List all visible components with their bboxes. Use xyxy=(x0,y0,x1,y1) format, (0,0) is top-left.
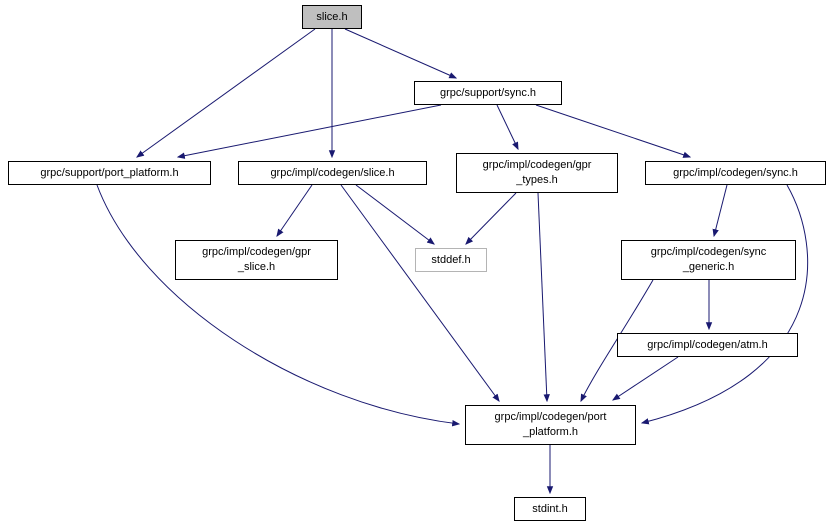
edge-codegen-sync-to-sync-generic xyxy=(712,184,728,238)
node-grpc-impl-codegen-gpr-slice-h[interactable]: grpc/impl/codegen/gpr _slice.h xyxy=(175,240,338,280)
node-grpc-impl-codegen-port-platform-h[interactable]: grpc/impl/codegen/port _platform.h xyxy=(465,405,636,445)
edge-support-port-platform-to-codegen-port-platform xyxy=(96,184,461,427)
edge-atm-to-codegen-port-platform xyxy=(611,356,679,401)
node-grpc-impl-codegen-atm-h[interactable]: grpc/impl/codegen/atm.h xyxy=(617,333,798,357)
edge-slice-to-support-port-platform xyxy=(136,28,316,158)
node-stddef-h: stddef.h xyxy=(415,248,487,272)
edge-codegen-slice-to-codegen-port-platform xyxy=(340,184,500,402)
node-grpc-impl-codegen-slice-h[interactable]: grpc/impl/codegen/slice.h xyxy=(238,161,427,185)
node-slice-h: slice.h xyxy=(302,5,362,29)
edge-codegen-sync-to-codegen-port-platform xyxy=(640,184,809,425)
edge-support-sync-to-support-port-platform xyxy=(176,104,442,159)
node-grpc-impl-codegen-sync-generic-h[interactable]: grpc/impl/codegen/sync _generic.h xyxy=(621,240,796,280)
node-grpc-impl-codegen-gpr-types-h[interactable]: grpc/impl/codegen/gpr _types.h xyxy=(456,153,618,193)
node-grpc-support-port-platform-h[interactable]: grpc/support/port_platform.h xyxy=(8,161,211,185)
edge-support-sync-to-gpr-types xyxy=(496,104,519,151)
edge-codegen-slice-to-gpr-slice xyxy=(276,184,313,237)
edge-support-sync-to-codegen-sync xyxy=(535,104,692,158)
edge-codegen-slice-to-stddef xyxy=(355,184,435,245)
edge-gpr-types-to-codegen-port-platform xyxy=(537,192,550,403)
edge-slice-to-support-sync xyxy=(344,28,458,79)
node-grpc-impl-codegen-sync-h[interactable]: grpc/impl/codegen/sync.h xyxy=(645,161,826,185)
node-grpc-support-sync-h[interactable]: grpc/support/sync.h xyxy=(414,81,562,105)
node-stdint-h[interactable]: stdint.h xyxy=(514,497,586,521)
edge-gpr-types-to-stddef xyxy=(465,192,517,245)
